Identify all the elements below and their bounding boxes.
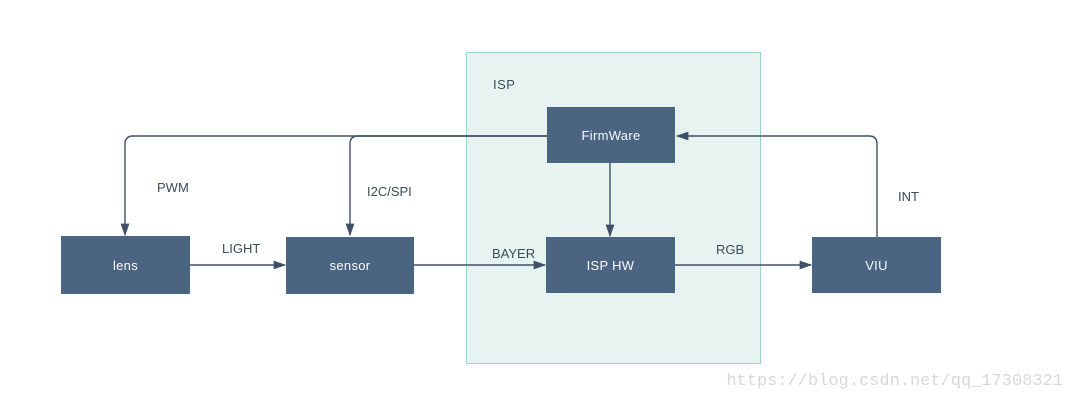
node-firmware: FirmWare	[547, 107, 675, 163]
edge-label-pwm: PWM	[157, 180, 189, 195]
node-firmware-label: FirmWare	[581, 127, 641, 143]
watermark-text: https://blog.csdn.net/qq_17308321	[726, 372, 1063, 391]
node-sensor-label: sensor	[329, 258, 371, 273]
isp-container-box	[466, 52, 761, 364]
edge-label-i2c-spi: I2C/SPI	[367, 184, 412, 199]
node-lens: lens	[61, 236, 190, 294]
node-isp-hw-label: ISP HW	[586, 257, 635, 273]
edge-label-light: LIGHT	[222, 241, 261, 256]
node-isp-hw: ISP HW	[546, 237, 675, 293]
node-viu-label: VIU	[865, 257, 888, 273]
node-viu: VIU	[812, 237, 941, 293]
node-lens-label: lens	[112, 257, 139, 273]
edge-label-int: INT	[898, 189, 919, 204]
node-sensor: sensor	[286, 237, 414, 294]
edge-label-bayer: BAYER	[492, 246, 536, 261]
edge-label-rgb: RGB	[716, 242, 745, 257]
isp-container-label: ISP	[493, 77, 516, 92]
